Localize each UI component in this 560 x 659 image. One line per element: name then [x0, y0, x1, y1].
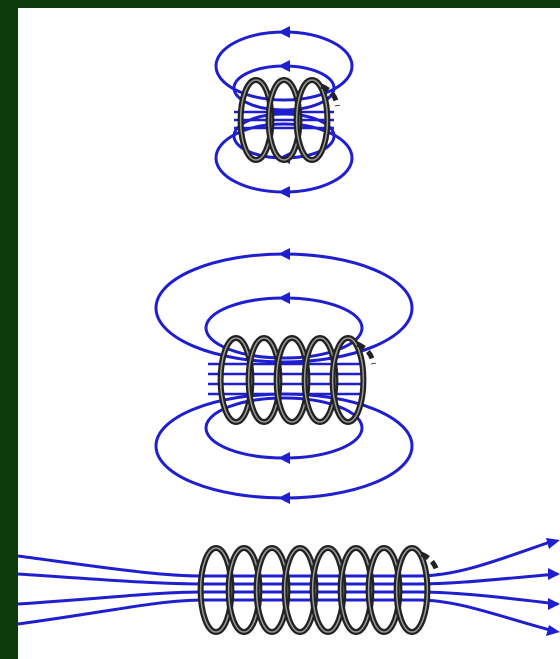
arrow-icon [546, 538, 560, 549]
arrow-icon [546, 625, 560, 636]
arrow-icon [548, 568, 560, 580]
coil-wire-end [420, 551, 440, 575]
figure-panel [18, 8, 560, 659]
arrow-icon [278, 292, 290, 304]
coil-5-turns [217, 335, 376, 425]
coil-3-turns-group [214, 26, 354, 198]
arrow-icon [278, 452, 290, 464]
coil-turn-highlight [395, 547, 429, 633]
coil-turn-highlight [331, 337, 365, 423]
arrow-icon [278, 26, 290, 38]
inner-field-lines [234, 110, 334, 130]
coil-3-turns [237, 77, 340, 163]
solenoid-field-diagram [18, 26, 560, 636]
arrow-icon [548, 598, 560, 610]
coil-5-turns-group [154, 248, 414, 504]
arrow-icon [278, 248, 290, 260]
coil-wire-end [320, 83, 340, 107]
arrow-icon [278, 60, 290, 72]
coil-8-turns-group [18, 538, 560, 636]
coil-wire-end [356, 341, 376, 365]
arrow-icon [278, 492, 290, 504]
inner-field-lines [208, 362, 362, 396]
arrow-icon [278, 186, 290, 198]
coil-turn-highlight [295, 79, 329, 161]
coil-8-turns [197, 545, 440, 635]
